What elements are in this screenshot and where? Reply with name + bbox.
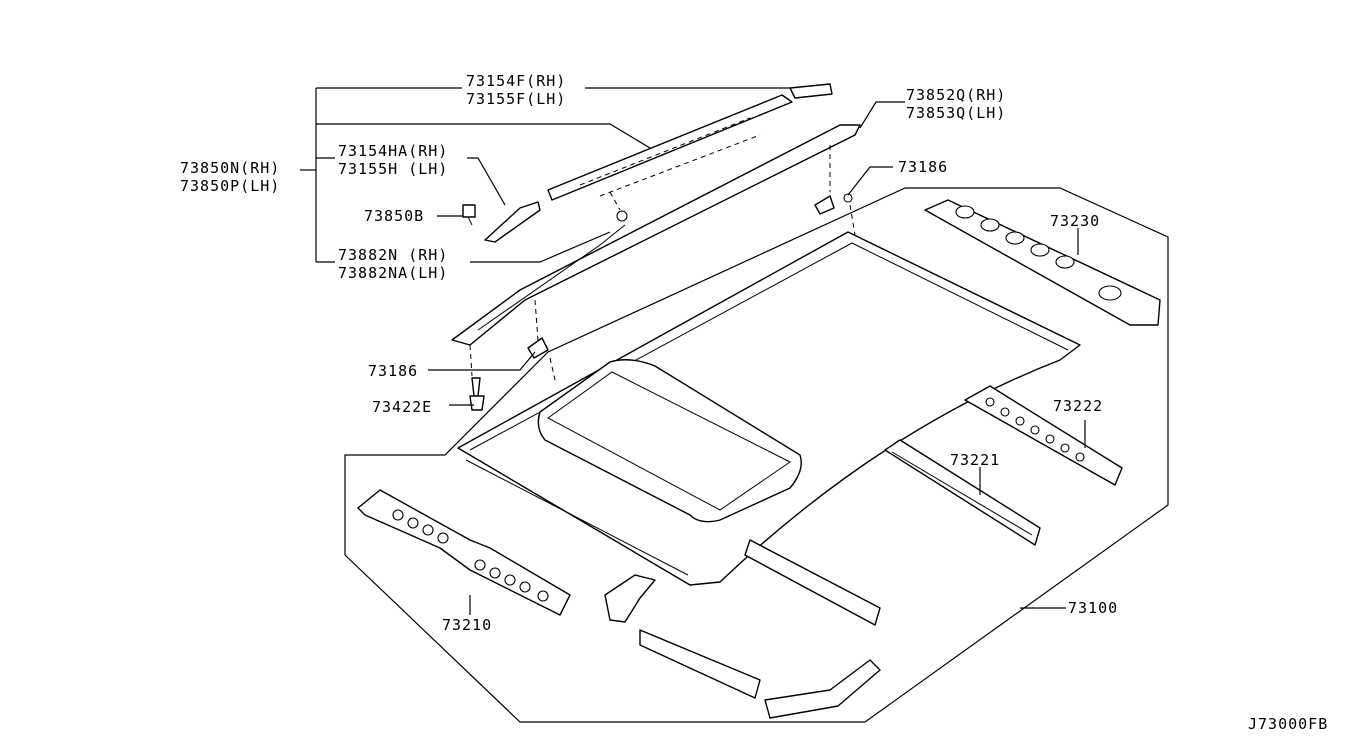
- label-73154F: 73154F(RH): [466, 72, 566, 90]
- diagram-code: J73000FB: [1248, 715, 1328, 733]
- label-73852Q: 73852Q(RH): [906, 86, 1006, 104]
- label-73210: 73210: [442, 616, 492, 634]
- rear-header-73230: [924, 199, 1161, 326]
- roof-bow-frame: [604, 539, 881, 719]
- label-73222: 73222: [1053, 397, 1103, 415]
- label-73882NA: 73882NA(LH): [338, 264, 448, 282]
- assembly-outline: [344, 187, 1169, 723]
- rear-bow-73222: [964, 385, 1123, 486]
- label-73155H: 73155H (LH): [338, 160, 448, 178]
- label-73154HA: 73154HA(RH): [338, 142, 448, 160]
- label-73221: 73221: [950, 451, 1000, 469]
- center-bow-73221: [884, 439, 1041, 546]
- label-73853Q: 73853Q(LH): [906, 104, 1006, 122]
- label-73850N: 73850N(RH): [180, 159, 280, 177]
- label-73882N: 73882N (RH): [338, 246, 448, 264]
- label-73850B: 73850B: [364, 207, 424, 225]
- front-rail-73210: [357, 489, 571, 616]
- label-73230: 73230: [1050, 212, 1100, 230]
- sunroof-opening: [537, 359, 802, 523]
- label-73186-left: 73186: [368, 362, 418, 380]
- label-73422E: 73422E: [372, 398, 432, 416]
- label-73100: 73100: [1068, 599, 1118, 617]
- label-73155F: 73155F(LH): [466, 90, 566, 108]
- label-73850P: 73850P(LH): [180, 177, 280, 195]
- label-73186-top: 73186: [898, 158, 948, 176]
